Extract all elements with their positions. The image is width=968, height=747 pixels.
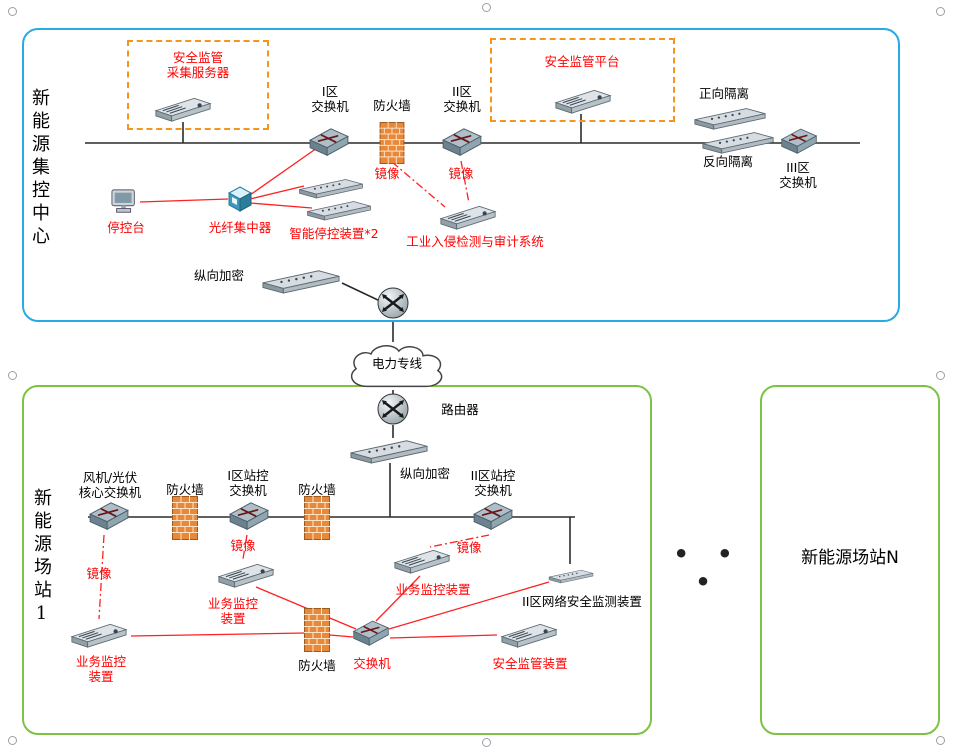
control-center-title: 新能源集控中心 xyxy=(29,88,50,249)
smart-stop-device1-icon xyxy=(298,176,364,200)
forward-isolation-icon xyxy=(692,106,768,130)
stationN-region xyxy=(760,385,940,735)
station1-title: 新能源场站1 xyxy=(31,488,52,629)
ellipsis: • • • xyxy=(673,540,743,596)
station-firewall1-icon xyxy=(172,496,198,540)
platform-label: 安全监管平台 xyxy=(544,54,620,69)
forward-isolation-label: 正向隔离 xyxy=(698,86,749,101)
security-device-label: 安全监管装置 xyxy=(492,656,568,671)
biz-monitor-c-icon xyxy=(66,620,132,648)
console-monitor-icon xyxy=(110,188,140,216)
platform-server-icon xyxy=(552,86,614,114)
station-firewall1-label: 防火墙 xyxy=(166,482,204,497)
collect-server-icon xyxy=(152,94,214,122)
security-device-icon xyxy=(496,620,562,648)
firewall-top-label: 防火墙 xyxy=(373,98,411,113)
fiber-hub-label: 光纤集中器 xyxy=(208,220,272,235)
zone2-net-monitor-icon xyxy=(548,564,594,588)
resize-handle-top-left[interactable] xyxy=(8,7,17,16)
station-firewall3-label: 防火墙 xyxy=(298,658,336,673)
resize-handle-bottom-right[interactable] xyxy=(936,736,945,745)
station-router-label: 路由器 xyxy=(441,402,479,417)
zone2-net-monitor-label: II区网络安全监测装置 xyxy=(522,594,642,609)
control-center-region xyxy=(22,28,900,322)
console-label: 停控台 xyxy=(107,220,145,235)
biz-monitor-c-label: 业务监控 装置 xyxy=(75,654,126,685)
mirror1-label: 镜像 xyxy=(374,166,400,181)
zone2-switch-icon xyxy=(441,126,483,160)
resize-handle-top-center[interactable] xyxy=(482,3,491,12)
smart-stop-device2-icon xyxy=(306,198,372,222)
center-router-icon xyxy=(376,286,410,320)
station-mirror1-label: 镜像 xyxy=(230,538,256,553)
firewall-top-icon xyxy=(379,122,405,164)
red-links xyxy=(130,147,550,639)
fiber-hub-icon xyxy=(226,184,254,214)
center-encrypt-label: 纵向加密 xyxy=(193,268,244,283)
zone3-switch-icon xyxy=(780,126,818,158)
mirror2-label: 镜像 xyxy=(448,166,474,181)
station-firewall3-icon xyxy=(304,606,330,654)
resize-handle-middle-left[interactable] xyxy=(8,371,17,380)
reverse-isolation-label: 反向隔离 xyxy=(702,154,753,169)
collect-server-group xyxy=(127,40,269,130)
platform-group xyxy=(490,38,675,122)
smart-stop-label: 智能停控装置*2 xyxy=(289,226,379,241)
station-zone2-switch-icon xyxy=(472,500,514,534)
station-zone1-switch-label: I区站控 交换机 xyxy=(227,468,269,499)
reverse-isolation-icon xyxy=(700,130,776,154)
resize-handle-top-right[interactable] xyxy=(936,7,945,16)
ids-server-icon xyxy=(436,202,500,230)
biz-monitor-a-label: 业务监控 装置 xyxy=(207,596,258,627)
zone2-switch-label: II区 交换机 xyxy=(443,84,481,115)
zone1-switch-label: I区 交换机 xyxy=(311,84,349,115)
ids-label: 工业入侵检测与审计系统 xyxy=(406,234,544,249)
station-router-icon xyxy=(376,392,410,426)
biz-monitor-b-label: 业务监控装置 xyxy=(395,582,471,597)
power-line-cloud-label: 电力专线 xyxy=(371,356,422,371)
core-switch-icon xyxy=(88,500,130,534)
biz-monitor-b-icon xyxy=(390,546,454,574)
center-encrypt-icon xyxy=(258,268,344,294)
station-switch-icon xyxy=(352,618,390,650)
station-encrypt-label: 纵向加密 xyxy=(399,466,450,481)
biz-monitor-a-icon xyxy=(214,560,278,588)
station1-region xyxy=(22,385,652,735)
station-encrypt-icon xyxy=(346,438,432,464)
station-zone1-switch-icon xyxy=(228,500,270,534)
stationN-title: 新能源场站N xyxy=(801,548,899,568)
station-mirror2-label: 镜像 xyxy=(456,540,482,555)
resize-handle-middle-right[interactable] xyxy=(936,371,945,380)
zone1-switch-icon xyxy=(308,126,350,160)
zone3-switch-label: III区 交换机 xyxy=(779,160,817,191)
core-switch-label: 风机/光伏 核心交换机 xyxy=(78,470,142,501)
station-firewall2-label: 防火墙 xyxy=(298,482,336,497)
station-zone2-switch-label: II区站控 交换机 xyxy=(470,468,516,499)
station-switch-label: 交换机 xyxy=(353,656,391,671)
station-mirror3-label: 镜像 xyxy=(86,566,112,581)
resize-handle-bottom-center[interactable] xyxy=(482,738,491,747)
station-firewall2-icon xyxy=(304,496,330,540)
resize-handle-bottom-left[interactable] xyxy=(8,736,17,745)
mirror-links xyxy=(98,160,490,620)
collect-server-label: 安全监管 采集服务器 xyxy=(166,50,230,81)
